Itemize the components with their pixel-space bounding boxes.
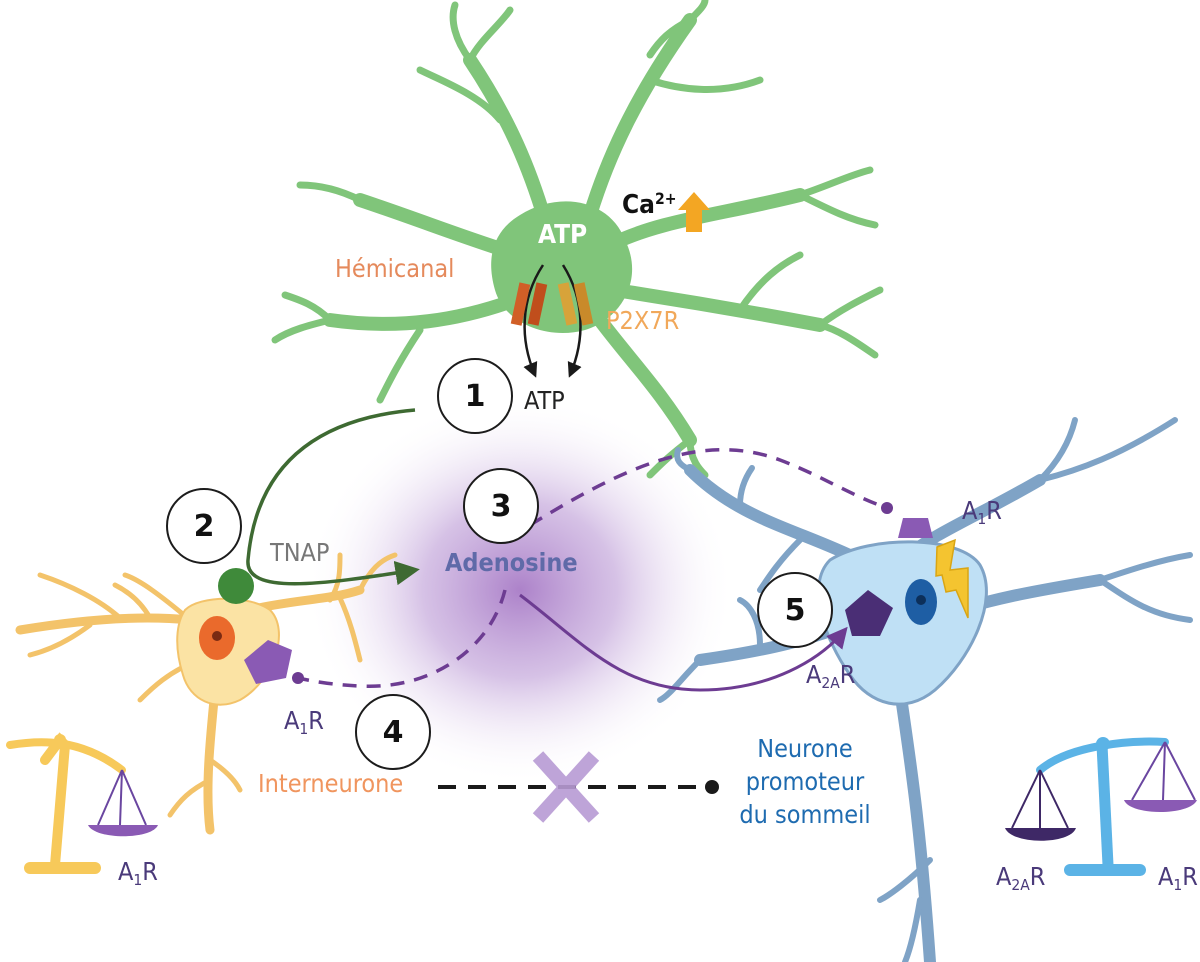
adenosine-label: Adenosine [445, 548, 578, 577]
atp-released-label: ATP [524, 386, 565, 415]
p2x7r-bar-1 [557, 282, 578, 326]
hemichannel-bar-2 [527, 282, 548, 326]
a1r-interneuron-inhibitory-end [292, 672, 304, 684]
balance-scale-icon-right [1005, 737, 1197, 876]
interneuron-nucleolus [212, 631, 222, 641]
a1r-label-sleep-neuron: A1R [962, 496, 1002, 528]
interneuron [15, 552, 398, 835]
sleep-neuron-label-line-2: promoteur [745, 767, 865, 796]
calcium-charge: 2+ [654, 190, 677, 209]
step-4-badge: 4 [355, 694, 431, 770]
a1r-receptor-interneuron [244, 640, 292, 684]
blocked-inhibition-end [705, 780, 719, 794]
atp-release-arrow-right [561, 264, 582, 378]
interneurone-label: Interneurone [258, 769, 404, 798]
adenosine-to-a2ar-arrow [519, 593, 848, 692]
step-1-badge: 1 [437, 358, 513, 434]
p2x7r-label: P2X7R [606, 306, 680, 335]
sleep-neuron-label: Neurone promoteur du sommeil [720, 732, 890, 831]
a2ar-label-sleep-neuron: A2AR [806, 660, 856, 692]
calcium-label: Ca2+ [622, 190, 676, 220]
p2x7r-bar-2 [573, 282, 594, 326]
a1r-label-scale-left: A1R [118, 857, 158, 889]
a1r-label-scale-right: A1R [1158, 862, 1198, 894]
a1r-label-interneuron: A1R [284, 706, 324, 738]
atp-to-tnap-arrow [246, 408, 420, 586]
sleep-neuron-nucleolus [916, 595, 926, 605]
adenosine-cloud [305, 395, 735, 785]
sleep-neuron-label-line-3: du sommeil [739, 800, 871, 829]
blocked-x-icon [532, 751, 600, 823]
a2ar-receptor [845, 590, 893, 636]
step-3-badge: 3 [463, 468, 539, 544]
step-2-badge: 2 [166, 488, 242, 564]
hemicanal-label: Hémicanal [335, 254, 455, 283]
a1r-sleep-inhibitory-end [881, 502, 893, 514]
adenosine-to-a1r-sleep-dashed [529, 447, 888, 527]
lightning-icon [935, 538, 969, 619]
hemichannel-bar-1 [510, 282, 531, 326]
astrocyte [271, 0, 884, 479]
a1r-receptor-sleep-neuron [898, 518, 933, 538]
tnap-label: TNAP [270, 538, 330, 567]
atp-release-arrow-left [523, 264, 545, 378]
up-arrow-icon [678, 192, 710, 232]
adenosine-to-a1r-interneuron-dashed [297, 589, 507, 688]
tnap-enzyme [218, 568, 254, 604]
sleep-neuron-label-line-1: Neurone [757, 734, 853, 763]
balance-scale-icon-left [6, 732, 158, 874]
step-5-badge: 5 [757, 572, 833, 648]
a2ar-label-scale-right: A2AR [996, 862, 1046, 894]
atp-inside-label: ATP [538, 220, 588, 250]
calcium-base: Ca [622, 190, 655, 220]
